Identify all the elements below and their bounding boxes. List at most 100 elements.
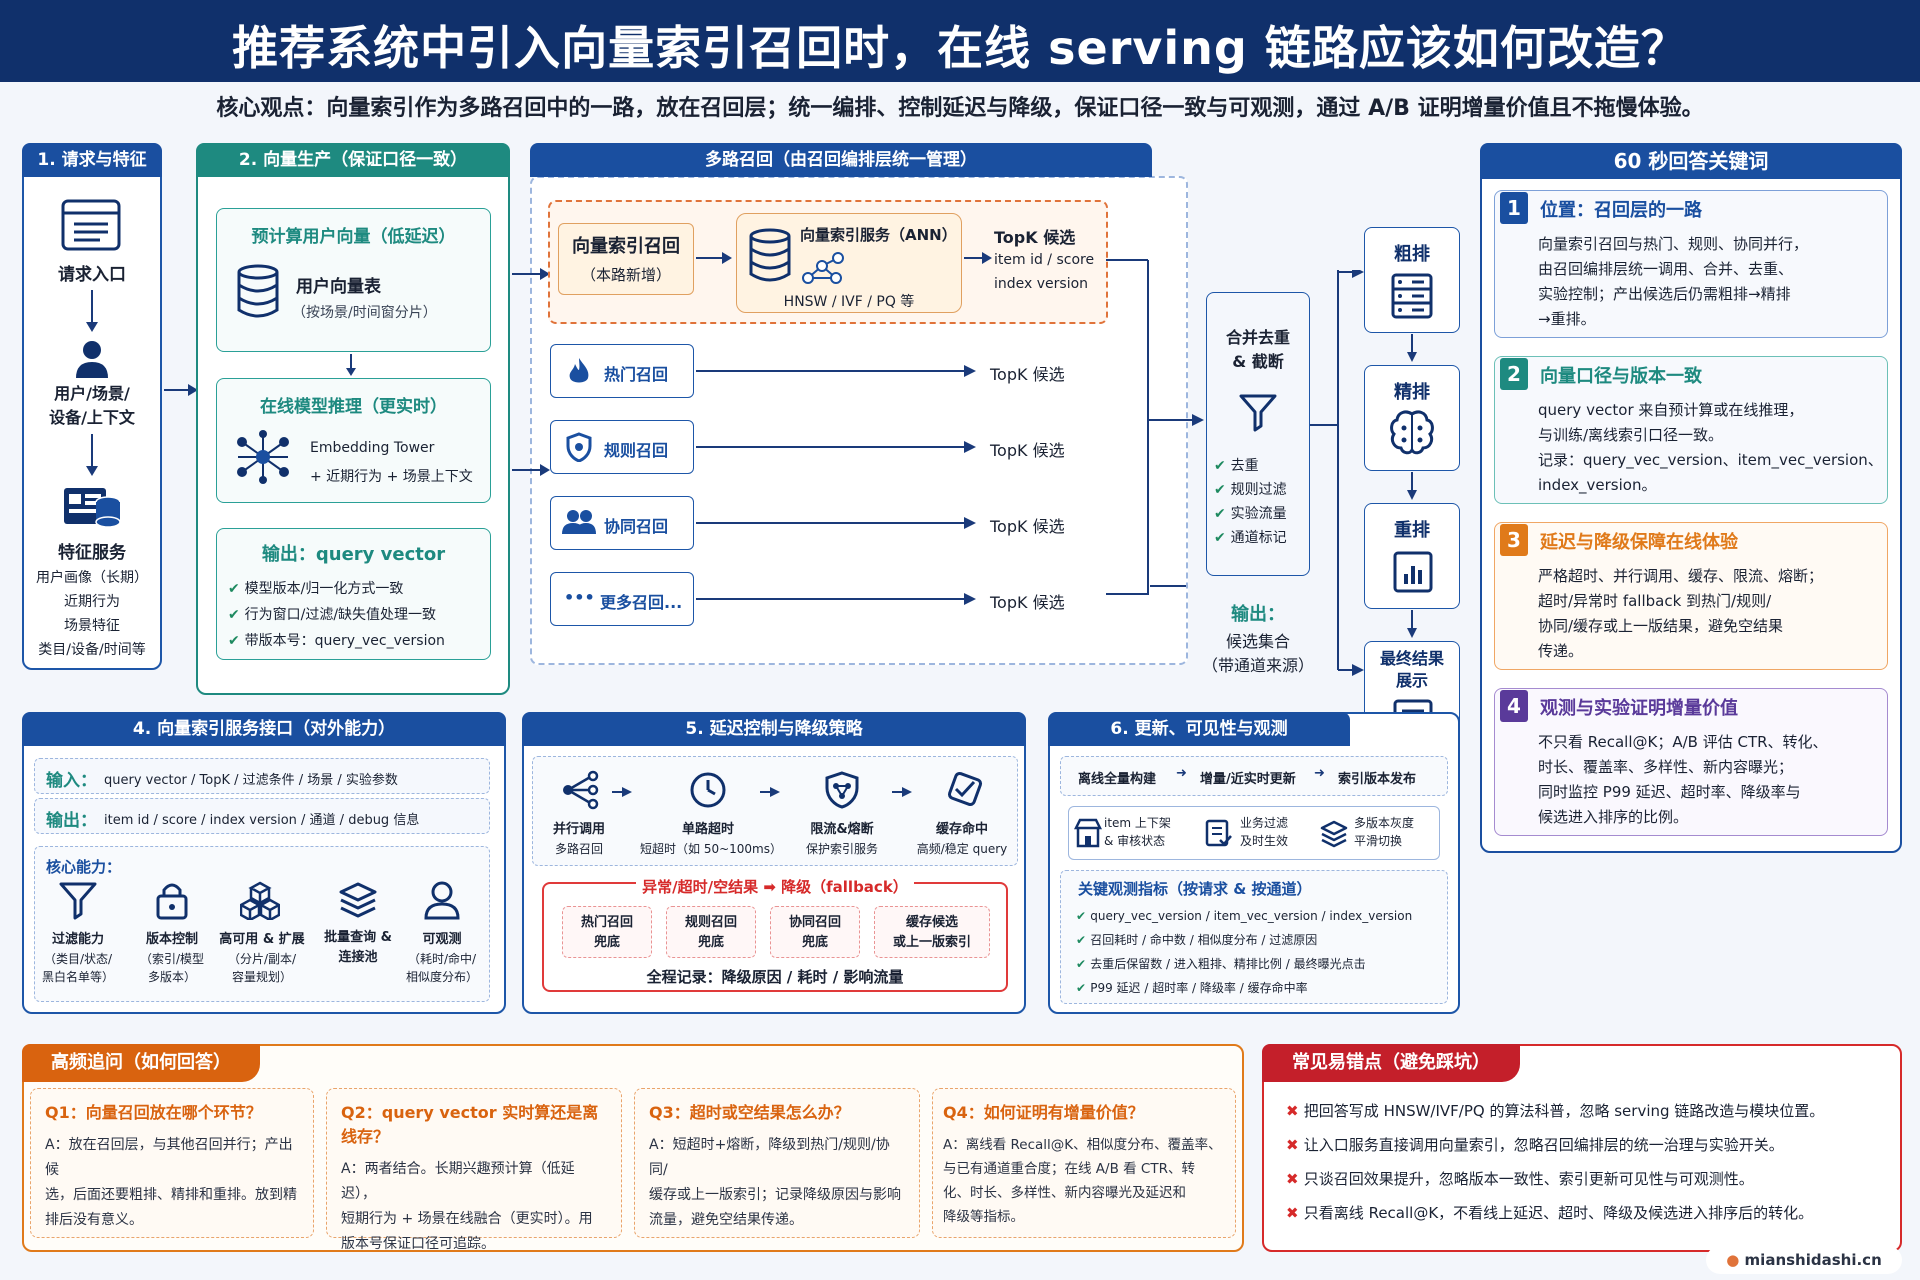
ranking-connector — [1310, 270, 1364, 676]
merge-connector — [1106, 259, 1204, 595]
arrow-right-icon: ➜ — [1176, 766, 1187, 781]
sec5-title: 5. 延迟控制与降级策略 — [522, 712, 1026, 746]
shield-network-icon — [825, 771, 859, 809]
header-bar: 推荐系统中引入向量索引召回时，在线 serving 链路应该如何改造？ — [0, 0, 1920, 82]
entry-icon — [61, 199, 121, 251]
stage-final-label: 最终结果 展示 — [1379, 649, 1444, 690]
side-num-4: 4 — [1500, 690, 1528, 722]
route-cf-label: 协同召回 — [604, 517, 669, 536]
route-arrows — [696, 365, 976, 605]
more-dots-icon: ••• — [564, 588, 595, 607]
side-line: 由召回编排层统一调用、合并、去重、 — [1538, 260, 1794, 278]
ann-service-title: 向量索引服务（ANN） — [800, 226, 957, 244]
route-cf-out: TopK 候选 — [990, 517, 1065, 536]
merge-node — [1206, 292, 1310, 576]
cap-version-desc: （索引/模型 多版本） — [139, 952, 205, 984]
cap-version: 版本控制 — [145, 932, 198, 947]
feature-item: 近期行为 — [64, 594, 120, 610]
cap-batch: 批量查询 & 连接池 — [324, 930, 392, 965]
footer-brand[interactable]: ● mianshidashi.cn — [1706, 1246, 1902, 1274]
sec1-title: 1. 请求与特征 — [22, 143, 162, 177]
side-line: →重排。 — [1538, 310, 1596, 328]
side-card-4 — [1494, 688, 1888, 836]
stage-rerank-label: 重排 — [1394, 520, 1430, 541]
pitfall-item: 让入口服务直接调用向量索引，忽略召回编排层的统一治理与实验开关。 — [1303, 1136, 1784, 1154]
side-body-4: 不只看 Recall@K；A/B 评估 CTR、转化、时长、覆盖率、多样性、新内… — [1538, 730, 1828, 830]
side-line: 严格超时、并行调用、缓存、限流、熔断； — [1538, 567, 1824, 585]
route-more-label: 更多召回... — [600, 593, 683, 612]
flame-icon — [569, 358, 589, 383]
pitfall-item: 只看离线 Recall@K，不看线上延迟、超时、降级及候选进入排序后的转化。 — [1303, 1204, 1814, 1222]
step-ratelimit: 限流&熔断 — [810, 822, 874, 837]
vector-recall-sub: （本路新增） — [580, 266, 671, 284]
feature-item: 类目/设备/时间等 — [38, 642, 146, 658]
user-vector-table: 用户向量表 — [296, 277, 381, 297]
flow-incremental: 增量/近实时更新 — [1200, 772, 1296, 787]
fallback-cache: 缓存候选 或上一版索引 — [874, 906, 990, 958]
arrow-down — [346, 354, 356, 376]
user-icon — [76, 341, 108, 378]
merge-item: 通道标记 — [1230, 530, 1287, 546]
side-line: 同时监控 P99 延迟、超时率、降级率与 — [1538, 783, 1801, 801]
cap-observe-desc: （耗时/命中/ 相似度分布） — [405, 952, 478, 984]
faq-q4: Q4：如何证明有增量价值？ — [943, 1103, 1144, 1122]
side-line: 超时/异常时 fallback 到热门/规则/ — [1538, 592, 1772, 610]
side-line: 实验控制；产出候选后仍需粗排→精排 — [1538, 285, 1791, 303]
merge-title: 合并去重 & 截断 — [1225, 328, 1290, 371]
fallback-cf: 协同召回 兜底 — [770, 906, 860, 958]
topk-sub-2: index version — [994, 276, 1089, 292]
sec4-capabilities — [34, 846, 490, 1002]
layers-icon — [339, 882, 377, 918]
vector-recall-title: 向量索引召回 — [572, 236, 680, 257]
kpi-item: 召回耗时 / 命中数 / 相似度分布 / 过滤原因 — [1090, 933, 1318, 947]
side-line: 记录：query_vec_version、item_vec_version、 — [1538, 451, 1883, 469]
cap-filter-desc: （类目/状态/ 黑白名单等） — [41, 952, 114, 984]
kpi-item: query_vec_version / item_vec_version / i… — [1090, 909, 1413, 923]
check-icon: ✔ — [1076, 981, 1091, 995]
side-title: 60 秒回答关键词 — [1480, 143, 1902, 179]
side-head-1: 位置：召回层的一路 — [1540, 200, 1702, 221]
lock-icon — [156, 883, 188, 920]
check-icon: ✔ — [1076, 957, 1091, 971]
step-parallel-desc: 多路召回 — [554, 842, 603, 856]
sec4-input-label: 输入： — [46, 771, 97, 791]
fallback-hot: 热门召回 兜底 — [562, 906, 652, 958]
output-check-item: 带版本号：query_vec_version — [244, 633, 445, 649]
clock-icon — [690, 772, 726, 808]
sec6-flow — [1060, 756, 1448, 796]
side-body-3: 严格超时、并行调用、缓存、限流、熔断； 超时/异常时 fallback 到热门/规… — [1538, 564, 1823, 664]
side-head-2: 向量口径与版本一致 — [1540, 366, 1702, 387]
candidate-output-l1: 候选集合 — [1225, 632, 1290, 651]
side-card-2 — [1494, 356, 1888, 504]
side-num-1: 1 — [1500, 192, 1528, 224]
user-vector-table-sub: （按场景/时间窗分片） — [292, 305, 437, 321]
sec4-cap-label: 核心能力： — [46, 858, 122, 876]
server-icon — [1391, 273, 1433, 319]
faq-a2: A：两者结合。长期兴趣预计算（低延迟），短期行为 + 场景在线融合（更实时）。用… — [341, 1161, 593, 1252]
cap-observe: 可观测 — [422, 932, 462, 947]
arrow-down — [1407, 334, 1417, 362]
sec4-output-text: item id / score / index version / 通道 / d… — [104, 813, 420, 828]
cap-filter: 过滤能力 — [51, 932, 104, 947]
side-num-2: 2 — [1500, 358, 1528, 390]
faq-a1: A：放在召回层，与其他召回并行；产出候选，后面还要粗排、精排和重排。放到精排后没… — [45, 1137, 297, 1228]
shield-icon — [566, 432, 592, 462]
fallback-log: 全程记录：降级原因 / 耗时 / 影响流量 — [646, 968, 904, 986]
arrow-down — [86, 434, 98, 476]
check-icon: ✔ — [228, 607, 245, 623]
pitfall-title: 常见易错点（避免踩坑） — [1262, 1044, 1520, 1082]
stage-coarse-rank — [1364, 227, 1460, 333]
bar-chart-icon — [1393, 551, 1433, 593]
side-line: 协同/缓存或上一版结果，避免空结果 — [1538, 617, 1784, 635]
cubes-icon — [240, 881, 280, 920]
users-icon — [562, 510, 596, 534]
vis-business-filter: 业务过滤 及时生效 — [1240, 816, 1289, 848]
faq-q3: Q3：超时或空结果怎么办？ — [649, 1103, 850, 1122]
step-cache: 缓存命中 — [935, 822, 988, 837]
step-arrows — [612, 787, 912, 797]
sec4-output-label: 输出： — [46, 811, 97, 831]
feature-service-icon — [64, 488, 121, 528]
sec6-kpis — [1060, 870, 1448, 1004]
side-body-2: query vector 来自预计算或在线推理，与训练/离线索引口径一致。记录：… — [1538, 398, 1883, 498]
online-infer-title: 在线模型推理（更实时） — [260, 397, 447, 417]
